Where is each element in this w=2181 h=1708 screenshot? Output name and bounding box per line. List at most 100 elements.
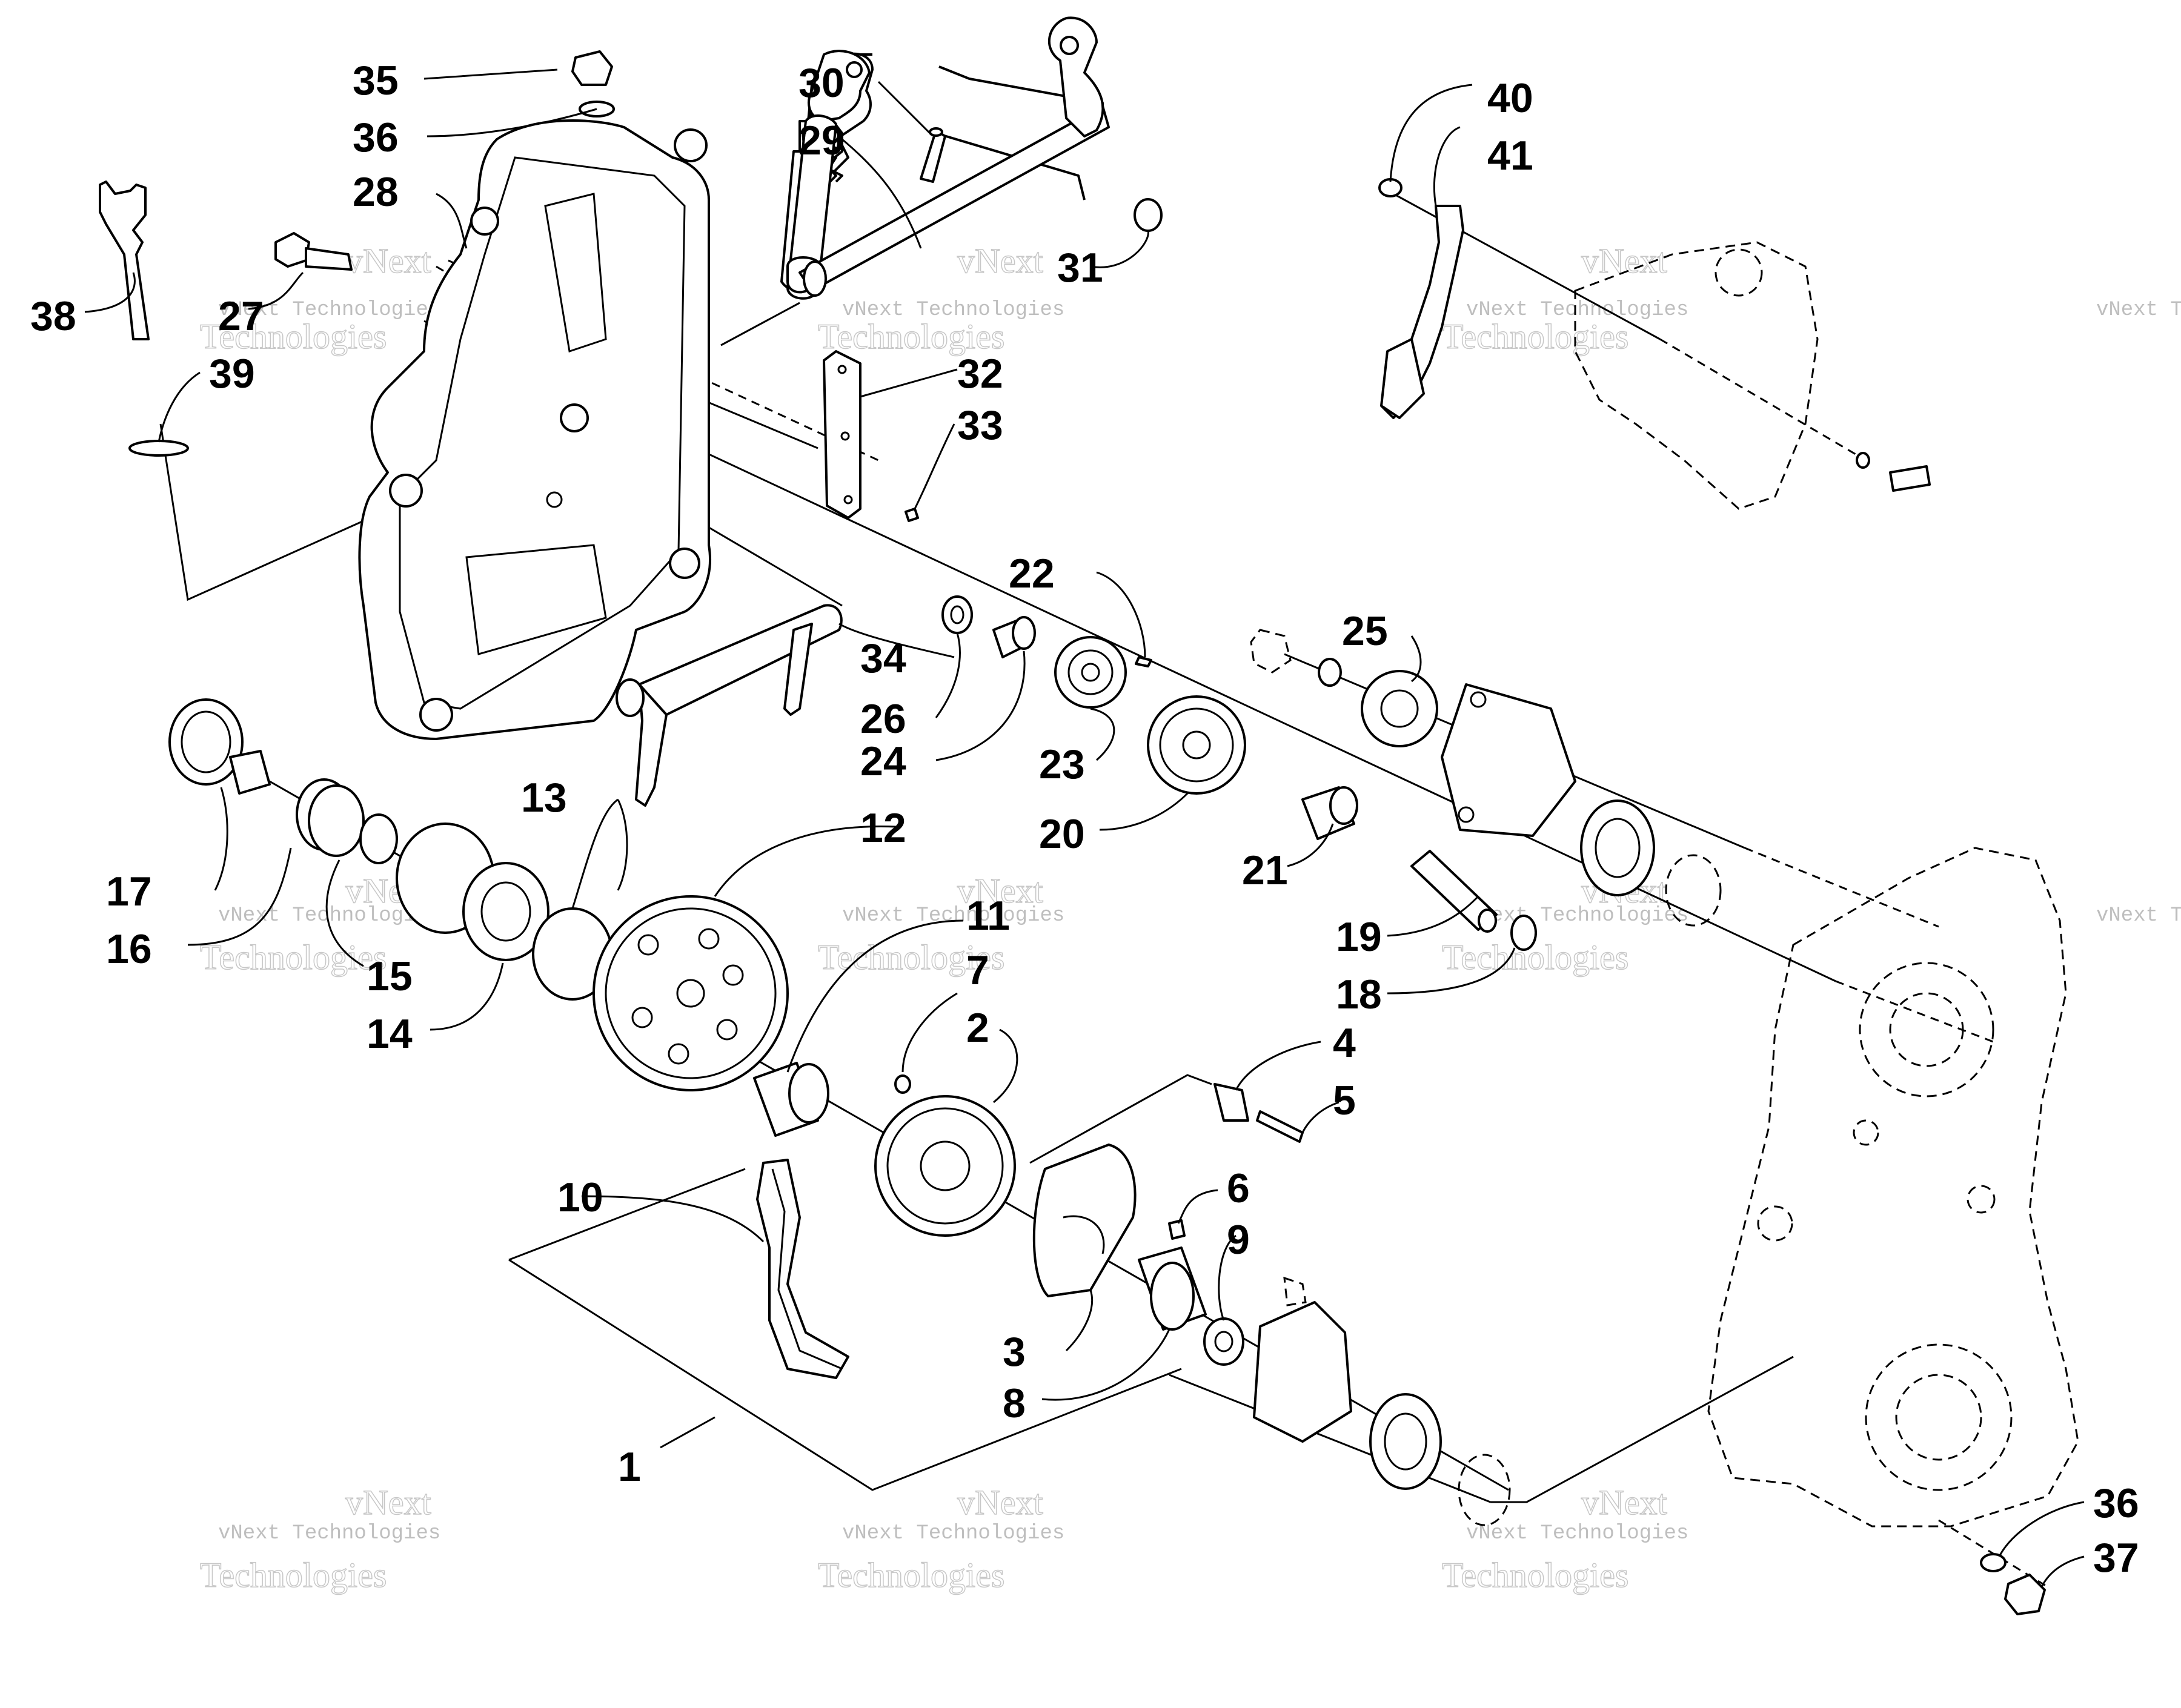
leader-12 [714,826,897,897]
spring [308,784,365,857]
callout-19: 19 [1336,914,1382,960]
leader-24 [935,650,1026,761]
bracket-line [508,1168,746,1261]
watermark-small: vNext Tec [2096,904,2181,927]
bearing-lower-race [1384,1412,1427,1471]
callout-31: 31 [1057,245,1103,291]
callout-17: 17 [106,869,152,915]
washer-9 [1203,1317,1244,1366]
sprocket [1054,636,1127,709]
watermark-small: vNext Technologies [218,1522,440,1545]
bearing [1580,799,1655,896]
callout-38: 38 [30,293,76,339]
bolt-head [274,232,310,268]
callout-1: 1 [618,1444,641,1490]
leader-22 [1096,571,1146,658]
filler-plug [571,50,613,86]
watermark-small: vNext Technologies [218,299,440,322]
cover-boss [560,403,589,432]
axis-line [1659,338,1867,462]
leader-27 [248,271,304,310]
cover-rib [544,193,607,353]
axis-line [1169,1374,1491,1503]
leader-6 [1177,1189,1218,1224]
callout-32: 32 [957,351,1003,397]
shaft-lever-arm [1048,16,1104,137]
fork-arm [635,683,668,807]
thrust-bearing-inner [480,881,531,942]
drive-chain [756,1159,849,1379]
callout-22: 22 [1009,551,1055,597]
callout-26: 26 [860,696,906,742]
nut [1283,1276,1307,1306]
callout-20: 20 [1039,811,1085,857]
gear-20-bore [1182,730,1211,760]
leader-10 [581,1195,765,1243]
gear-12-bore [676,979,705,1008]
brake-bolt [1889,465,1931,492]
bolt-shank [305,247,353,271]
watermark-big: Technologies [200,938,387,977]
gasket-hole [1470,691,1487,708]
callout-40: 40 [1487,75,1533,121]
fork-arm [783,623,813,716]
leader-23 [1090,707,1115,761]
lever-41-foot [1380,338,1425,419]
leader-15 [325,859,364,967]
callout-16: 16 [106,926,152,972]
shift-shaft [780,16,1163,300]
watermark-small: vNext Tec [2096,299,2181,322]
leader-18 [1387,947,1516,995]
leader-14 [430,962,504,1031]
housing-hole [1967,1185,1996,1214]
housing-bore-lower-inner [1895,1374,1982,1461]
watermark-big: Technologies [818,938,1004,977]
leader-26 [935,632,961,718]
shaft-pin [920,129,946,183]
callout-12: 12 [860,805,906,851]
cover-inner-rim [399,156,686,710]
gear-12-root [605,907,777,1079]
watermark-big: Technologies [1442,1555,1628,1595]
pin-end [929,127,943,137]
callout-15: 15 [367,953,413,999]
gear-25 [1361,670,1438,747]
thrust-bearing [462,862,549,961]
watermark-small: vNext Technologies [842,299,1064,322]
leader-41 [1433,126,1461,207]
leader-19 [1387,895,1479,937]
callout-5: 5 [1333,1077,1356,1124]
watermark-big: Technologies [200,317,387,356]
callout-29: 29 [798,118,845,164]
sprocket-hub [1067,649,1114,695]
callout-30: 30 [798,60,845,106]
cover-outline [358,119,711,740]
leader-16 [187,847,292,946]
o-ring [1980,1553,2007,1572]
drain-plug [1980,1553,2046,1615]
callout-14: 14 [367,1011,413,1057]
callout-28: 28 [353,169,399,215]
dipstick-body [99,180,150,340]
chain-links [771,1168,843,1370]
cover-boss [389,474,423,508]
housing-bore-lower [1865,1343,2013,1491]
callout-21: 21 [1242,847,1288,893]
watermark-small: vNext Technologies [842,904,1064,927]
bearing-8-end [1150,1262,1195,1331]
callout-34: 34 [860,635,906,681]
gear-12-hole [716,1019,738,1041]
housing-bore-upper [1859,962,1994,1097]
upper-right-stack [1250,629,1722,927]
washer-9-hole [1214,1331,1233,1352]
gear-12 [593,895,789,1091]
watermark-small: vNext Technologies [1466,299,1688,322]
lower-middle-stack [874,1074,1511,1526]
washer [1318,658,1342,687]
chaincase-cover [358,50,711,740]
washer-hole [950,605,964,624]
leader-13 [617,799,628,891]
watermark-small: vNext Technologies [1466,904,1688,927]
plate-screw [905,508,919,522]
cover-bolt [274,232,353,271]
